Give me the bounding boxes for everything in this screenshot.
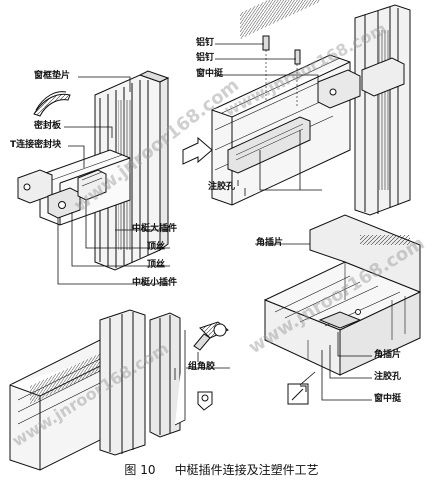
glue-gun-icon [193, 321, 229, 411]
seal-wedge-inset [33, 91, 71, 117]
label-ding-2: 铝钉 [196, 53, 215, 63]
label-corner-insert-right: 角插片 [374, 350, 402, 360]
label-glue-hole-top: 注胶孔 [208, 182, 236, 192]
label-corner-insert-top: 角插片 [256, 238, 284, 248]
label-window-mullion-top: 窗中挺 [196, 69, 224, 79]
direction-arrow [182, 136, 213, 165]
leaders-top-left [57, 76, 170, 285]
label-window-mullion-right: 窗中挺 [374, 394, 402, 404]
top-right-assembly [211, 0, 411, 216]
label-ding: 铝钉 [196, 38, 215, 48]
bottom-left-assembly [9, 309, 186, 471]
label-frame-gasket: 窗框垫片 [34, 71, 71, 81]
label-set-screw-2: 顶丝 [147, 260, 166, 270]
label-set-screw-1: 顶丝 [147, 242, 166, 252]
label-seal-plate: 密封板 [34, 121, 62, 131]
leaders-bottom-left [174, 352, 230, 380]
injection-nozzle-icon [287, 383, 309, 405]
label-mullion-large-insert: 中梃大插件 [132, 224, 178, 234]
label-mullion-small-insert: 中梃小插件 [132, 278, 178, 288]
figure-number: 图 10 [124, 463, 156, 477]
label-corner-glue: 组角胶 [188, 362, 216, 372]
figure-caption: 图 10 中梃插件连接及注塑件工艺 [0, 461, 443, 478]
top-left-assembly [17, 70, 170, 271]
figure-title: 中梃插件连接及注塑件工艺 [174, 463, 319, 477]
leaders-top-right [215, 43, 322, 196]
label-glue-hole-right: 注胶孔 [374, 372, 402, 382]
corner-joint-assembly [263, 214, 422, 376]
leaders-corner-joint [255, 243, 372, 401]
label-t-seal-block: T连接密封块 [10, 140, 62, 150]
